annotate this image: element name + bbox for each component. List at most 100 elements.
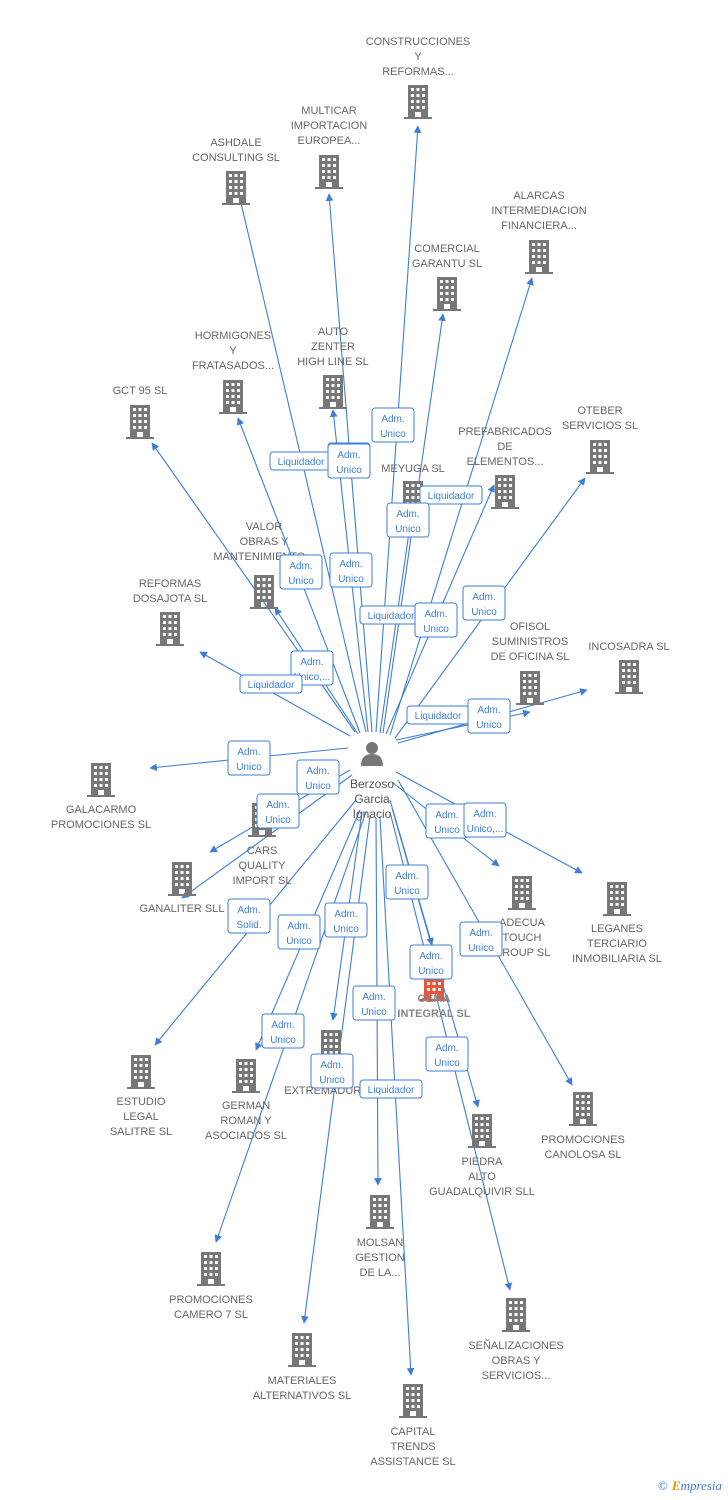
- role-badge-text: Adm.: [289, 561, 312, 572]
- role-badge-text: Unico: [305, 781, 331, 792]
- role-badge[interactable]: Adm.Unico: [462, 585, 506, 621]
- company-node-gct95[interactable]: GCT 95 SL: [113, 385, 168, 439]
- company-label-line: ALTO: [468, 1171, 496, 1183]
- role-badge[interactable]: Adm.Unico: [277, 914, 321, 950]
- role-badge-text: Unico: [471, 607, 497, 618]
- role-badge[interactable]: Adm.Unico: [386, 502, 430, 538]
- building-icon: [399, 1384, 427, 1418]
- role-badge[interactable]: Adm. Unico: [296, 759, 340, 795]
- company-node-prefabricados[interactable]: PREFABRICADOSDEELEMENTOS...: [458, 426, 552, 509]
- role-badge[interactable]: Adm.Unico: [425, 803, 469, 839]
- person-icon: [361, 742, 383, 766]
- company-label-line: PREFABRICADOS: [458, 426, 552, 438]
- company-label-line: LEGAL: [123, 1111, 158, 1123]
- company-label-line: INTEGRAL SL: [397, 1008, 470, 1020]
- role-badge-box: [279, 554, 323, 590]
- role-badge[interactable]: Liquidador: [419, 485, 483, 505]
- company-label-line: MOLSAN: [357, 1237, 404, 1249]
- role-badge-text: Unico: [338, 574, 364, 585]
- company-label-line: INMOBILIARIA SL: [572, 953, 662, 965]
- role-badge[interactable]: Adm.Unico: [467, 698, 511, 734]
- role-badge[interactable]: Adm.Unico: [261, 1013, 305, 1049]
- role-badge[interactable]: Liquidador: [406, 705, 470, 725]
- role-badge-box: [385, 864, 429, 900]
- company-label-line: PROMOCIONES: [169, 1294, 253, 1306]
- role-badge[interactable]: Adm.Unico: [414, 602, 458, 638]
- role-badge-text: Unico: [476, 720, 502, 731]
- company-label-line: IMPORTACION: [291, 120, 368, 132]
- building-icon: [502, 1298, 530, 1332]
- company-label-line: ROMAN Y: [220, 1115, 272, 1127]
- company-label-line: DE OFICINA SL: [491, 651, 570, 663]
- role-badge[interactable]: Adm.Unico: [227, 740, 271, 776]
- company-node-multicar[interactable]: MULTICARIMPORTACIONEUROPEA...: [291, 105, 368, 189]
- center-person[interactable]: Berzoso Garcia Ignacio: [350, 742, 394, 821]
- role-badge[interactable]: Liquidador: [359, 605, 423, 625]
- role-badge[interactable]: Adm.Unico: [329, 552, 373, 588]
- role-badge[interactable]: Adm.Unico: [324, 902, 368, 938]
- company-label-line: MATERIALES: [268, 1375, 337, 1387]
- role-badge[interactable]: Adm.Unico: [371, 407, 415, 443]
- role-badge-text: Adm.: [306, 766, 329, 777]
- role-badge[interactable]: Adm.Unico: [459, 921, 503, 957]
- building-icon: [433, 277, 461, 311]
- role-badge[interactable]: Adm.Unico: [385, 864, 429, 900]
- company-node-ganaliter[interactable]: GANALITER SLL: [140, 862, 225, 915]
- role-badge-text: Liquidador: [278, 457, 325, 468]
- role-badge[interactable]: Liquidador: [239, 674, 303, 694]
- company-label-line: ASOCIADOS SL: [205, 1130, 287, 1142]
- role-badge-box: [359, 1079, 423, 1099]
- company-node-incosadra[interactable]: INCOSADRA SL: [588, 641, 670, 694]
- role-badge[interactable]: Adm.Unico: [310, 1053, 354, 1089]
- company-label-line: ASHDALE: [210, 137, 261, 149]
- edge-reformas-dosajota: [199, 651, 351, 737]
- role-badge[interactable]: Adm.Unico: [256, 793, 300, 829]
- company-label-line: SERVICIOS...: [482, 1370, 551, 1382]
- edge-alarcas: [389, 277, 534, 736]
- company-node-hormigones[interactable]: HORMIGONESYFRATASADOS...: [192, 330, 274, 414]
- company-label-line: OBRAS Y: [240, 536, 289, 548]
- role-badge[interactable]: Liquidador: [359, 1079, 423, 1099]
- company-label-line: GESTION: [355, 1252, 405, 1264]
- role-badge[interactable]: Adm.Unico,...: [463, 802, 507, 838]
- role-badge[interactable]: Adm.Solid.: [227, 898, 271, 934]
- role-badge[interactable]: Adm.Unico: [352, 985, 396, 1021]
- role-badge[interactable]: Liquidador: [269, 451, 333, 471]
- building-icon: [87, 763, 115, 797]
- company-label-line: Y: [229, 345, 237, 357]
- company-node-meyuga[interactable]: MEYUGA SL: [381, 463, 445, 515]
- role-badge-text: Adm.: [395, 871, 418, 882]
- company-node-construcciones[interactable]: CONSTRUCCIONESYREFORMAS...: [366, 36, 471, 119]
- role-badge-text: Adm.: [337, 450, 360, 461]
- role-badge-text: Unico: [333, 924, 359, 935]
- building-icon: [586, 440, 614, 474]
- role-badge[interactable]: Adm.Unico: [327, 443, 371, 479]
- center-name-line-3: Ignacio: [353, 807, 392, 821]
- role-badge[interactable]: Adm.Unico: [279, 554, 323, 590]
- role-badge[interactable]: Adm.Unico: [425, 1036, 469, 1072]
- company-node-alarcas[interactable]: ALARCASINTERMEDIACIONFINANCIERA...: [491, 190, 587, 274]
- role-badge-text: Unico,...: [294, 672, 331, 683]
- role-badge[interactable]: Adm.Unico: [409, 944, 453, 980]
